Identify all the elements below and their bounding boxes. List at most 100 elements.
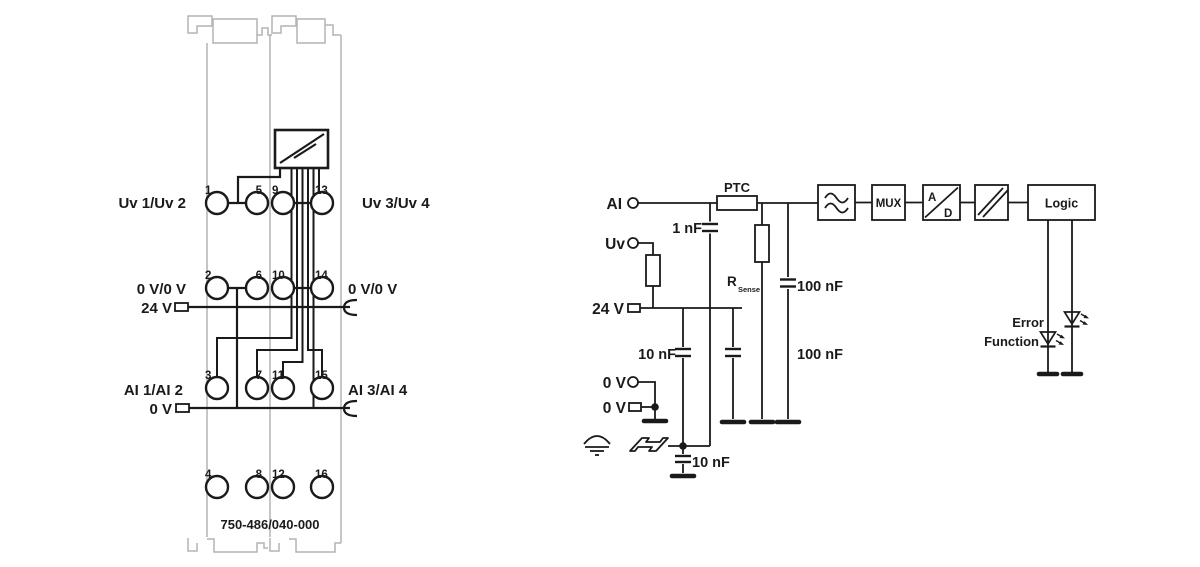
row1-label-right: Uv 3/Uv 4 [362,195,430,212]
terminal-number: 6 [256,270,262,282]
terminal-contact-6 [244,275,270,301]
v24-label: 24 V [592,301,625,318]
uv-label: Uv [605,236,625,253]
logic-label: Logic [1045,197,1078,211]
terminal-number: 15 [315,370,328,382]
terminal-number: 9 [272,185,278,197]
din-rail-icon [629,437,669,452]
adc-d-label: D [944,208,952,220]
v0-square-label: 0 V [603,400,627,417]
filter-box [817,184,856,221]
functional-earth-icon [583,435,611,456]
row3-label-left: AI 1/AI 2 [124,382,183,399]
power-jumper-contact-0v-icon [342,399,358,418]
r-sense-branch: R Sense [727,203,776,425]
terminal-number: 14 [315,270,328,282]
row2-label-right: 0 V/0 V [348,281,397,298]
c-10nf-top-label: 10 nF [638,347,676,363]
uv-resistor-icon [645,254,661,287]
terminal-contact-1 [204,190,230,216]
rail-24v-label: 24 V [141,300,172,317]
terminal-number: 12 [272,469,285,481]
terminal-contact-13 [309,190,335,216]
power-jumper-contact-24v-icon [342,298,358,317]
c-100nf-bottom-label: 100 nF [797,347,843,363]
terminal-number: 4 [205,469,212,481]
terminal-contact-8 [244,474,270,500]
led-outputs: Error Function [984,220,1089,377]
r-sense-sub-label: Sense [738,285,760,294]
mux-label: MUX [876,198,902,210]
ai-signal-path: PTC [638,180,818,211]
v0-branches [638,381,669,424]
processing-chain: MUX A D Logic [817,184,1096,221]
terminal-contact-15 [309,375,335,401]
terminal-number: 13 [315,185,328,197]
v0-circle-terminal-icon [627,376,639,388]
error-led-label: Error [1012,315,1044,330]
terminal-number: 1 [205,185,212,197]
terminal-contacts [204,190,335,500]
v24-input-terminal-icon [627,303,641,313]
terminal-contact-4 [204,474,230,500]
c-10nf-bottom-label: 10 nF [692,455,730,471]
terminal-number: 5 [256,185,263,197]
earth-and-rail [583,435,710,456]
r-sense-label: R [727,274,737,289]
terminal-contact-5 [244,190,270,216]
junction-dot [679,442,687,450]
terminal-numbers: 1 5 9 13 2 6 10 14 3 7 11 15 4 8 12 16 [205,185,328,481]
ai-label: AI [607,196,623,213]
capacitor-1nf-branch: 1 nF [672,203,718,446]
uv-branch [638,242,661,308]
capacitor-100nf-signal-branch: 100 nF [774,203,843,425]
terminal-contact-12 [270,474,296,500]
dcdc-converter-icon [273,128,330,170]
terminal-number: 10 [272,270,285,282]
module-labels: Uv 1/Uv 2 Uv 3/Uv 4 0 V/0 V 0 V/0 V 24 V… [118,195,430,532]
terminal-contact-11 [270,375,296,401]
ai-input-terminal-icon [627,197,639,209]
isolation-box [974,184,1009,221]
row1-label-left: Uv 1/Uv 2 [118,195,186,212]
terminal-contact-3 [204,375,230,401]
terminal-number: 3 [205,370,211,382]
module-housing-outline [187,15,342,553]
terminal-number: 8 [256,469,263,481]
terminal-number: 16 [315,469,328,481]
sine-filter-icon [824,192,849,214]
v0-square-terminal-icon [628,402,642,412]
ptc-resistor-icon [716,195,758,211]
function-led-icon [1038,331,1065,348]
r-sense-resistor-icon [754,224,770,263]
terminal-contact-9 [270,190,296,216]
c-100nf-top-label: 100 nF [797,279,843,295]
capacitor-100nf-rail-branch: 100 nF [719,308,843,425]
module-drawing: 1 5 9 13 2 6 10 14 3 7 11 15 4 8 12 16 U… [118,15,430,553]
schematic-input-labels: AI Uv 24 V 0 V 0 V [592,196,627,417]
terminal-number: 11 [272,370,285,382]
rail-0v-label: 0 V [149,401,172,418]
terminal-number: 7 [256,370,262,382]
terminal-contact-2 [204,275,230,301]
error-led-icon [1062,311,1089,328]
c-1nf-label: 1 nF [672,221,702,237]
terminal-contact-14 [309,275,335,301]
part-number: 750-486/040-000 [220,517,319,532]
logic-box [1027,184,1096,221]
terminal-number: 2 [205,270,211,282]
terminal-contact-16 [309,474,335,500]
circuit-schematic: AI Uv 24 V 0 V 0 V PTC 1 nF [583,180,1096,479]
terminal-contact-10 [270,275,296,301]
power-in-0v-terminal-icon [175,403,190,413]
mux-box [871,184,906,221]
ptc-label: PTC [724,180,751,195]
row3-label-right: AI 3/AI 4 [348,382,408,399]
adc-a-label: A [928,192,936,204]
row2-label-left: 0 V/0 V [137,281,186,298]
function-led-label: Function [984,334,1039,349]
power-in-24v-terminal-icon [174,302,189,312]
v0-circle-label: 0 V [603,375,627,392]
